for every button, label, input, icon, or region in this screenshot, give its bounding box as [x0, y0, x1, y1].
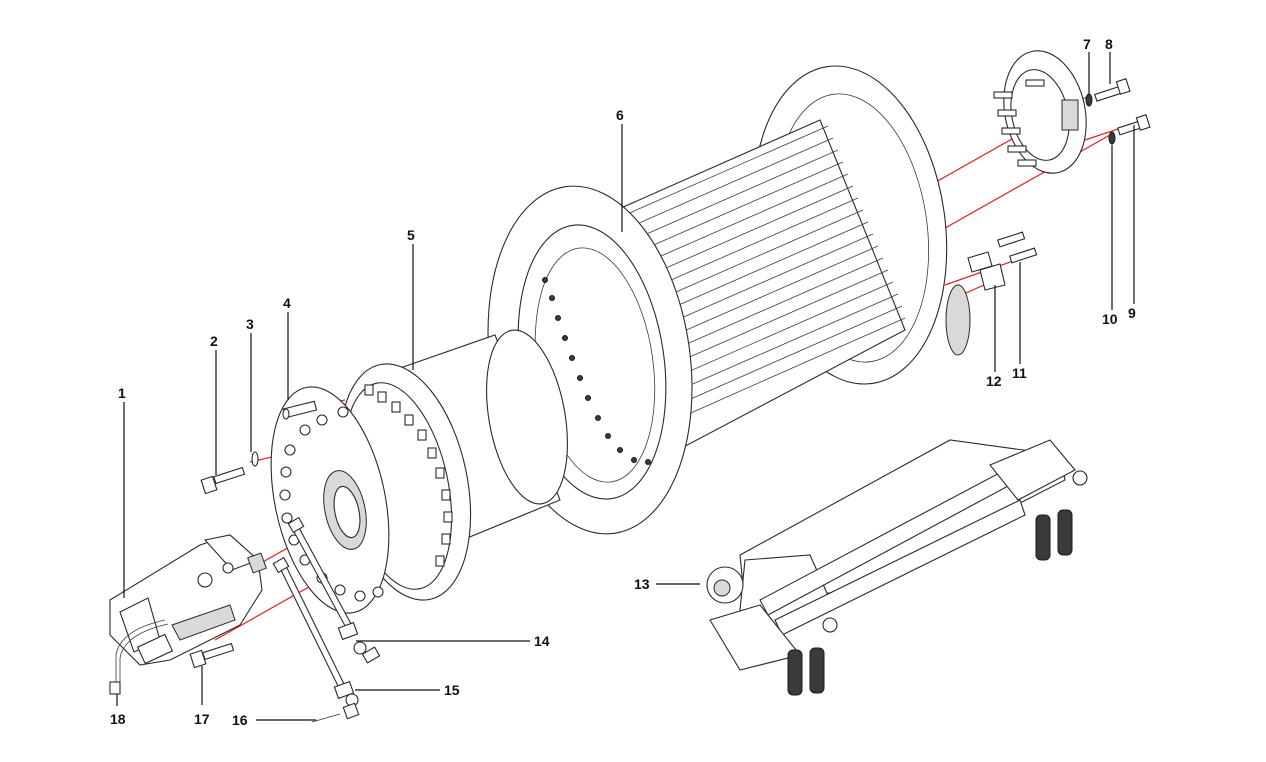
callout-6: 6: [616, 107, 624, 123]
leader-lines: [116, 52, 1135, 721]
callout-8: 8: [1105, 36, 1113, 52]
washer-7: [1085, 93, 1093, 107]
motor-flange-bolts: [279, 406, 384, 602]
fitting-15: [333, 680, 360, 720]
gearbox-housing: [270, 329, 568, 614]
callout-13: 13: [634, 576, 650, 592]
bolt-9: [1117, 114, 1151, 136]
bolt-2: [200, 466, 246, 495]
washer-3: [251, 451, 259, 467]
callout-labels: 1 2 3 4 5 6 7 8 9 10 11 12 13 14 15 16 1…: [110, 36, 1136, 728]
callout-11: 11: [1012, 365, 1027, 381]
end-housing-studs: [993, 79, 1045, 167]
tube-16: [311, 713, 341, 723]
callout-12: 12: [986, 373, 1002, 389]
hydraulic-hose-assembly: [272, 516, 381, 723]
callout-17: 17: [194, 711, 210, 727]
clamp-bolts-11: [997, 231, 1038, 264]
callout-1: 1: [118, 385, 126, 401]
callout-16: 16: [232, 712, 248, 728]
drum-rear-hub: [945, 284, 971, 356]
callout-7: 7: [1083, 36, 1091, 52]
spring-guides: [787, 509, 1073, 696]
fitting-14: [337, 621, 381, 664]
callout-2: 2: [210, 333, 218, 349]
callout-18: 18: [110, 711, 126, 727]
callout-5: 5: [407, 227, 415, 243]
callout-15: 15: [444, 682, 460, 698]
callout-10: 10: [1102, 311, 1118, 327]
callout-3: 3: [246, 316, 254, 332]
hydraulic-motor: [109, 534, 267, 666]
washer-10: [1108, 131, 1116, 145]
end-bearing-housing: [993, 50, 1087, 174]
drum-bolt-holes: [542, 277, 651, 465]
callout-4: 4: [283, 295, 291, 311]
sensor-cable-18: [109, 619, 169, 695]
bolt-17: [189, 642, 235, 669]
callout-14: 14: [534, 633, 550, 649]
spooling-gear-13: [706, 439, 1088, 696]
rope-clamp-12: [967, 251, 1006, 291]
callout-9: 9: [1128, 305, 1136, 321]
pin-4: [282, 400, 318, 420]
hub-ring-teeth: [364, 384, 453, 567]
bolt-8: [1094, 78, 1131, 102]
